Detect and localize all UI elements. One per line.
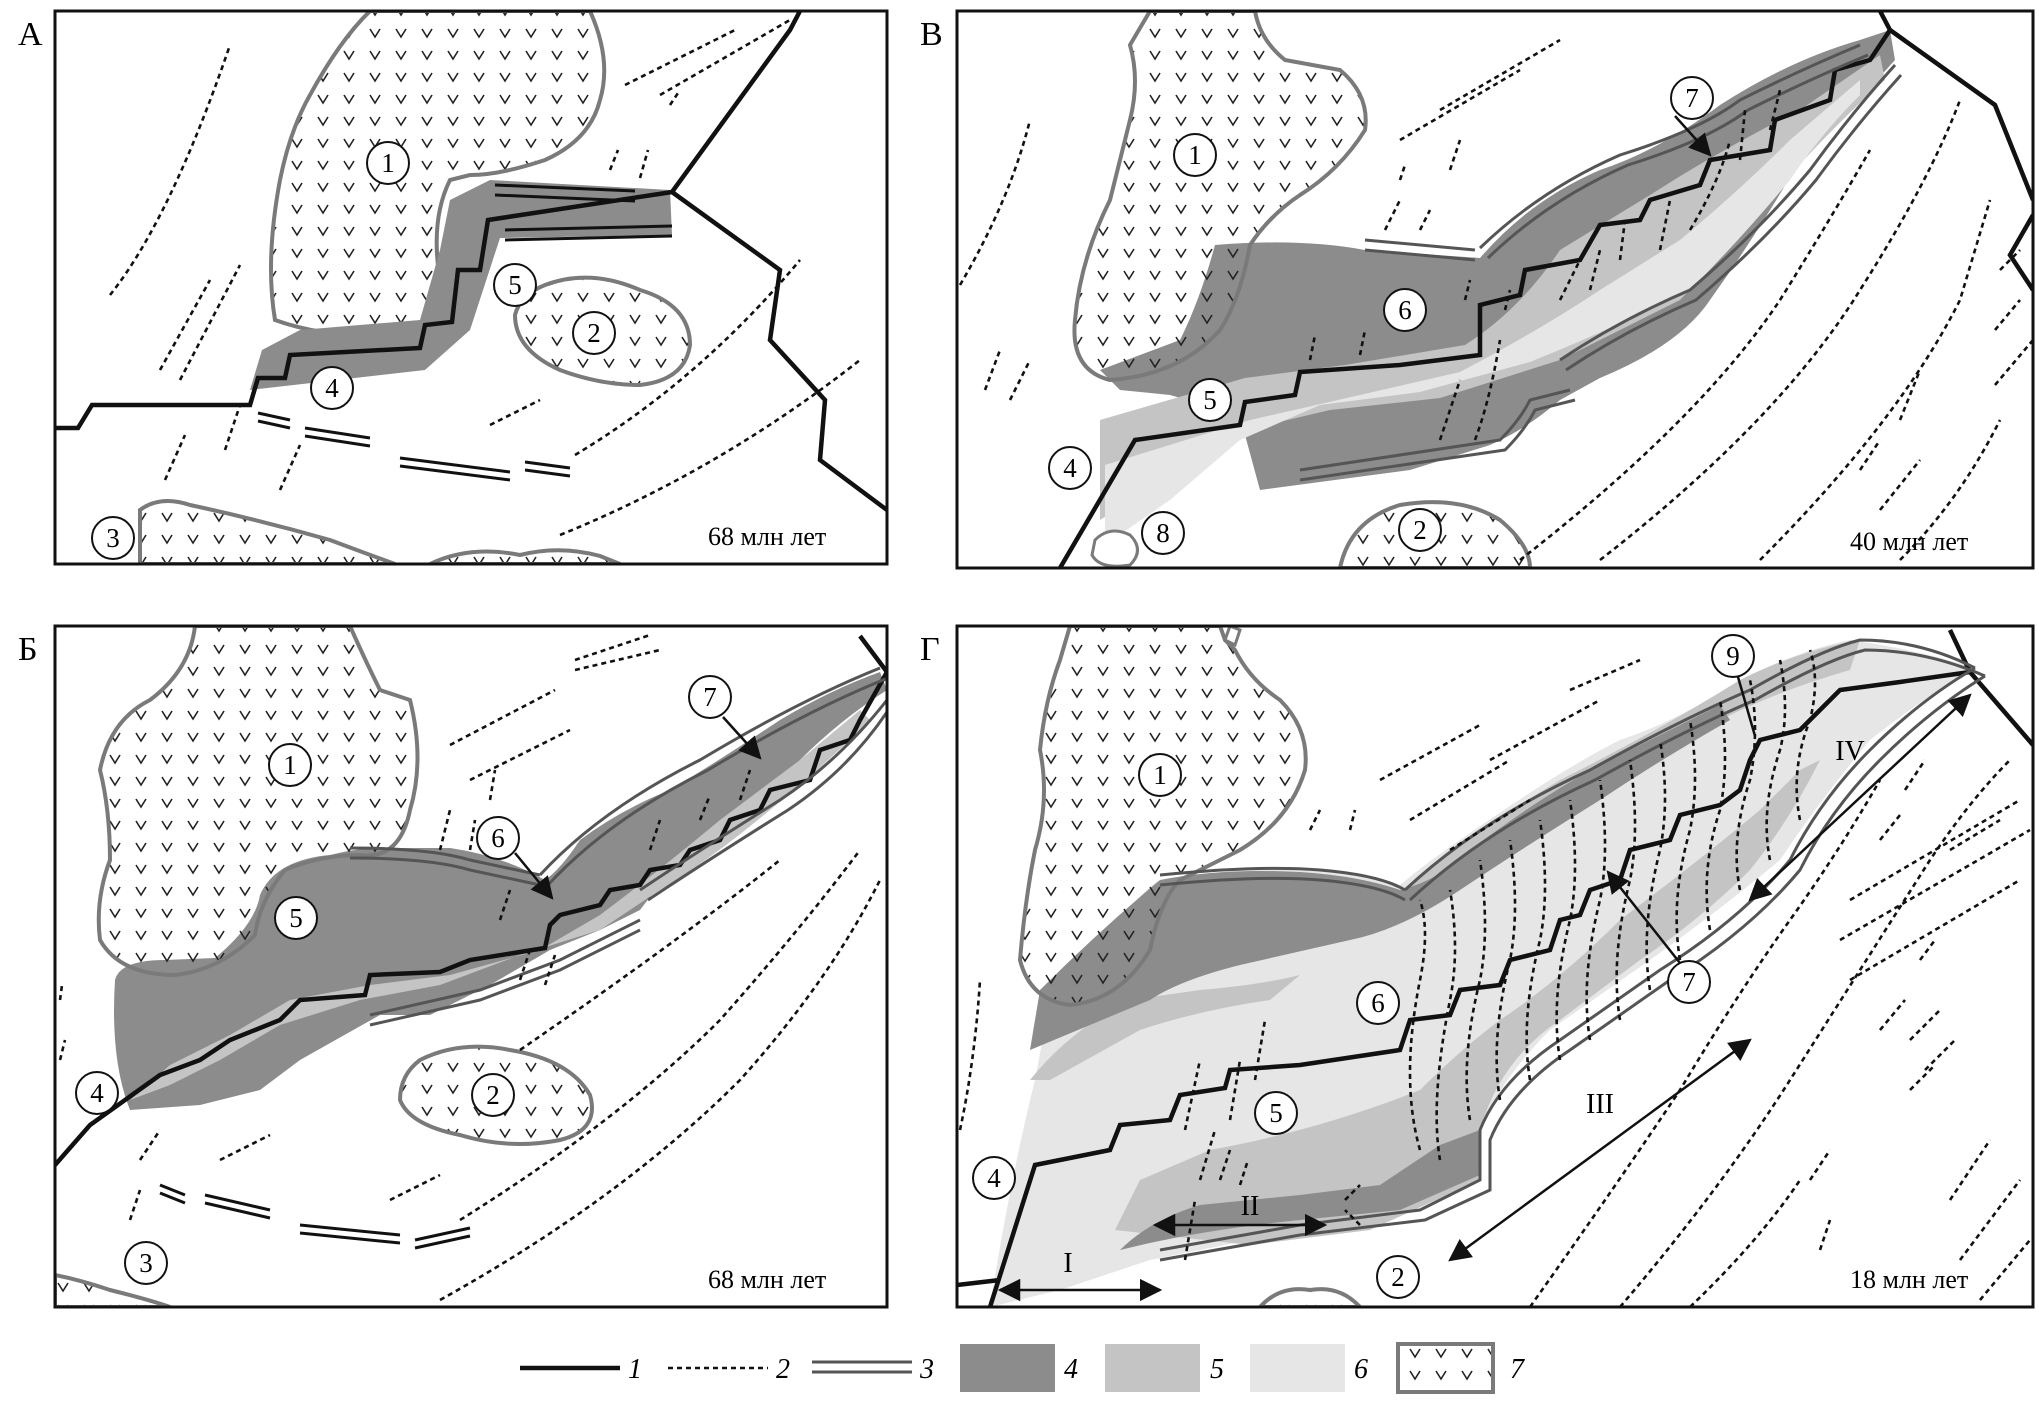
svg-text:5: 5: [508, 270, 522, 300]
plate-boundary-south: [957, 1277, 1001, 1288]
legend-item-4: 4: [960, 1344, 1078, 1392]
continent-1: [1072, 11, 1368, 383]
svg-text:7: 7: [1685, 83, 1699, 113]
svg-text:II: II: [1241, 1191, 1260, 1222]
svg-text:5: 5: [1269, 1098, 1283, 1128]
svg-text:4: 4: [90, 1078, 104, 1108]
plate-boundary: [1878, 11, 1892, 32]
svg-text:7: 7: [703, 682, 717, 712]
panel-b: Б 68 млн лет 1 2 3 4 5 6 7: [18, 624, 889, 1309]
svg-text:3: 3: [106, 523, 120, 553]
ridge-axis: [55, 11, 802, 431]
svg-text:III: III: [1586, 1089, 1614, 1120]
ridge-axis: [1058, 28, 1892, 568]
legend-item-2: 2: [668, 1354, 790, 1385]
svg-text:4: 4: [987, 1163, 1001, 1193]
svg-text:4: 4: [325, 373, 339, 403]
svg-text:4: 4: [1064, 1354, 1078, 1385]
svg-text:3: 3: [139, 1248, 153, 1278]
legend-item-3: 3: [812, 1354, 934, 1385]
basin-mid-west: [1030, 975, 1300, 1080]
svg-text:1: 1: [381, 148, 395, 178]
legend: 1 2 3 4 5 6 7: [520, 1342, 1525, 1394]
svg-text:1: 1: [1153, 760, 1167, 790]
panel-letter-g: Г: [920, 631, 940, 668]
svg-text:5: 5: [1203, 385, 1217, 415]
range-arrows: [997, 693, 1972, 1302]
legend-item-6: 6: [1250, 1344, 1368, 1392]
continent-1: [1017, 626, 1308, 1008]
svg-text:7: 7: [1510, 1354, 1525, 1385]
roman-labels: I II III IV: [1063, 736, 1864, 1279]
continent-1-notch: [1223, 626, 1242, 648]
svg-text:8: 8: [1156, 518, 1170, 548]
plate-boundary: [670, 190, 887, 512]
circle-labels-g: 1 2 4 5 6 7 9: [972, 634, 1755, 1299]
continent-8: [1090, 529, 1139, 568]
svg-text:5: 5: [289, 903, 303, 933]
svg-text:2: 2: [486, 1080, 500, 1110]
basin-dark: [1030, 705, 1730, 1050]
panel-b-frame: [53, 624, 889, 1309]
legend-item-1: 1: [520, 1354, 642, 1385]
age-label-v: 40 млн лет: [1850, 527, 1968, 556]
svg-text:6: 6: [491, 823, 505, 853]
circle-labels-b: 1 2 3 4 5 6 7: [75, 675, 732, 1285]
basin-dark: [250, 180, 672, 390]
svg-text:1: 1: [1188, 140, 1202, 170]
faults-double: [349, 666, 887, 1027]
svg-text:2: 2: [587, 318, 601, 348]
legend-item-7: 7: [1396, 1342, 1525, 1394]
plate-boundary-east: [1888, 28, 2033, 201]
age-label-g: 18 млн лет: [1850, 1265, 1968, 1294]
panel-a-frame: [53, 9, 889, 566]
svg-text:5: 5: [1210, 1354, 1224, 1385]
faults-double: [257, 183, 673, 482]
continent-2: [1257, 1287, 1363, 1307]
circle-labels-a: 1 2 3 4 5: [91, 141, 616, 560]
basin-mid: [130, 710, 870, 1100]
panel-v: В 40 млн лет 1 2 4 5 6 7 8: [920, 9, 2035, 570]
panel-g-frame: [955, 624, 2035, 1309]
continent-1: [96, 626, 420, 978]
faults-dashed: [58, 633, 882, 1302]
age-label-b: 68 млн лет: [708, 1265, 826, 1294]
plate-boundary-east: [1968, 670, 2033, 747]
basin-mid: [1100, 55, 1885, 520]
panel-g: Г 18 млн лет 1 2 4 5 6 7 9 I II III IV: [920, 624, 2035, 1309]
svg-text:6: 6: [1354, 1354, 1368, 1385]
panel-a: А 68 млн лет 1 2 3 4 5: [18, 9, 889, 566]
panel-v-frame: [955, 9, 2035, 570]
plate-boundary-east2: [2007, 213, 2033, 292]
ridge-axis: [55, 670, 887, 1167]
faults-dashed: [958, 38, 2033, 562]
svg-text:4: 4: [1063, 453, 1077, 483]
faults-double-south: [159, 1183, 471, 1250]
svg-text:IV: IV: [1835, 736, 1865, 767]
plate-boundary: [858, 634, 887, 674]
svg-text:3: 3: [919, 1354, 934, 1385]
svg-text:2: 2: [1413, 515, 1427, 545]
faults-dashed: [108, 18, 861, 537]
age-label-a: 68 млн лет: [708, 522, 826, 551]
svg-text:9: 9: [1726, 641, 1740, 671]
continent-3b: [429, 548, 621, 564]
faults-double: [1299, 43, 1903, 482]
svg-text:I: I: [1063, 1248, 1072, 1279]
svg-text:6: 6: [1371, 988, 1385, 1018]
svg-text:1: 1: [628, 1354, 642, 1385]
svg-text:1: 1: [283, 750, 297, 780]
legend-item-5: 5: [1105, 1344, 1224, 1392]
panel-letter-v: В: [920, 16, 943, 53]
continent-3: [138, 499, 396, 564]
svg-text:2: 2: [1391, 1262, 1405, 1292]
svg-text:6: 6: [1398, 295, 1412, 325]
panel-letter-b: Б: [18, 631, 38, 668]
svg-text:2: 2: [776, 1354, 790, 1385]
panel-letter-a: А: [18, 16, 43, 53]
circle-labels-v: 1 2 4 5 6 7 8: [1048, 76, 1714, 555]
svg-text:7: 7: [1682, 967, 1696, 997]
